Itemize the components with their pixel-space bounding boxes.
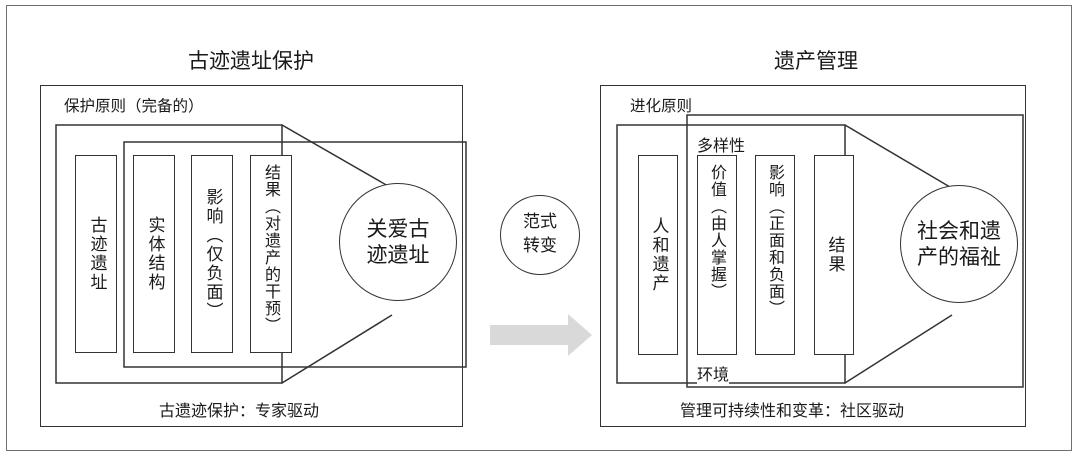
right-column-people-heritage: 人和遗产: [638, 155, 678, 355]
right-panel: [600, 85, 1026, 427]
right-column-impact: 影响（正面和负面）: [755, 155, 795, 355]
right-column-result: 结果: [814, 155, 854, 355]
right-column-3-label: 影响（正面和负面）: [766, 164, 785, 317]
right-title: 遗产管理: [774, 49, 858, 73]
right-goal-circle-label: 社会和遗产的福祉: [917, 218, 1001, 269]
left-footer: 古遗迹保护：专家驱动: [159, 401, 320, 420]
right-column-4-label: 结果: [824, 236, 845, 274]
left-goal-circle-label: 关爱古迹遗址: [366, 216, 430, 267]
left-column-3-label: 影响（仅负面）: [202, 187, 223, 321]
left-panel: [40, 85, 463, 427]
left-column-1-label: 古迹遗址: [86, 216, 107, 292]
right-column-2-label: 价值（由人掌握）: [708, 164, 727, 300]
left-column-heritage-site: 古迹遗址: [75, 155, 117, 353]
left-goal-circle: 关爱古迹遗址: [339, 183, 457, 301]
left-principle-label: 保护原则（完备的）: [64, 97, 204, 115]
right-principle-label: 进化原则: [630, 97, 693, 115]
environment-label: 环境: [697, 361, 730, 385]
left-column-2-label: 实体结构: [144, 216, 165, 292]
right-column-1-label: 人和遗产: [648, 217, 669, 293]
right-footer: 管理可持续性和变革：社区驱动: [680, 401, 905, 420]
right-goal-circle: 社会和遗产的福祉: [900, 185, 1018, 303]
diagram-frame: [6, 5, 1072, 451]
paradigm-shift-label: 范式转变: [523, 212, 557, 256]
paradigm-shift-circle: 范式转变: [500, 195, 580, 275]
right-column-values: 价值（由人掌握）: [697, 155, 737, 355]
left-column-4-label: 结果（对遗产的干预）: [262, 164, 281, 334]
diversity-label: 多样性: [697, 132, 746, 156]
left-title: 古迹遗址保护: [188, 49, 314, 73]
left-column-impact: 影响（仅负面）: [191, 155, 233, 353]
left-column-physical-structure: 实体结构: [133, 155, 175, 353]
left-column-result: 结果（对遗产的干预）: [250, 155, 292, 353]
